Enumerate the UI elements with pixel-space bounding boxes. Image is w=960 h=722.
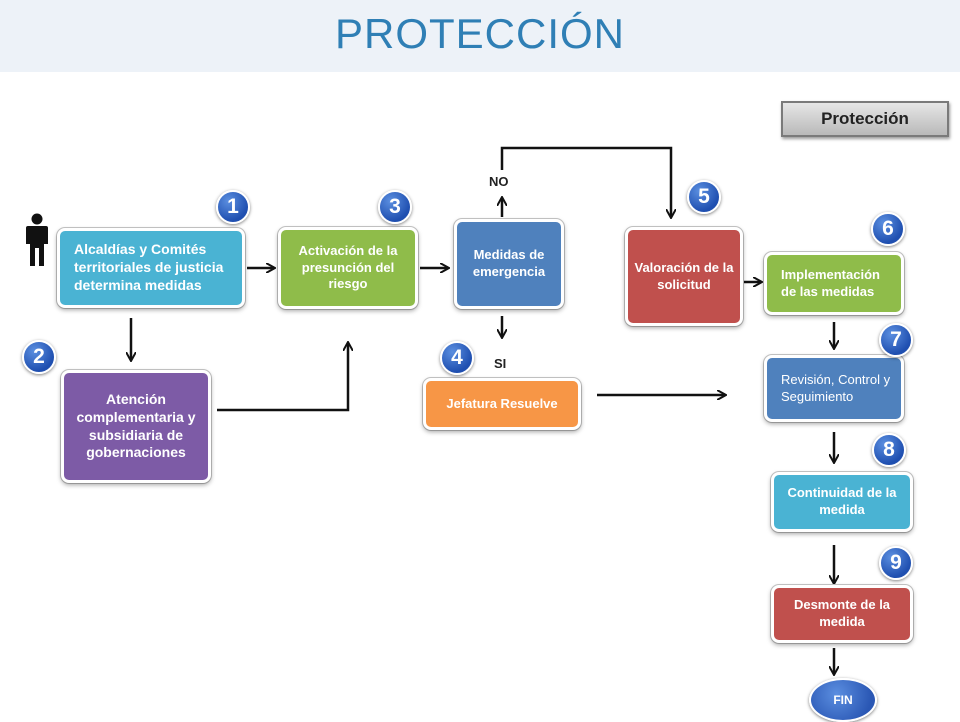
step-2-badge: 2	[22, 340, 56, 374]
step-9-box: Desmonte de la medida	[771, 585, 913, 643]
step-4-box: Jefatura Resuelve	[423, 378, 581, 430]
step-8-box: Continuidad de la medida	[771, 472, 913, 532]
step-1-box: Alcaldías y Comités territoriales de jus…	[57, 228, 245, 308]
step-9-badge: 9	[879, 546, 913, 580]
step-6-badge: 6	[871, 212, 905, 246]
step-5-badge: 5	[687, 180, 721, 214]
header-band	[0, 0, 960, 72]
arrow-no-to-5	[500, 146, 671, 217]
step-3-box: Activación de la presunción del riesgo	[278, 227, 418, 309]
step-8-badge: 8	[872, 433, 906, 467]
arrow-2-to-3	[217, 343, 348, 412]
decision-si-label: SI	[494, 356, 507, 371]
step-2-box: Atención complementaria y subsidiaria de…	[61, 370, 211, 483]
step-7-badge: 7	[879, 323, 913, 357]
person-icon	[26, 213, 48, 266]
step-5-box: Valoración de la solicitud	[625, 227, 743, 326]
page-title: PROTECCIÓN	[334, 10, 625, 57]
step-4-badge: 4	[440, 341, 474, 375]
legend-box: Protección	[781, 101, 949, 137]
step-6-box: Implementación de las medidas	[764, 252, 904, 315]
end-node: FIN	[809, 678, 877, 722]
decision-no-label: NO	[489, 174, 509, 189]
step-3-badge: 3	[378, 190, 412, 224]
emergency-box: Medidas de emergencia	[454, 219, 564, 309]
step-7-box: Revisión, Control y Seguimiento	[764, 355, 904, 422]
step-1-badge: 1	[216, 190, 250, 224]
